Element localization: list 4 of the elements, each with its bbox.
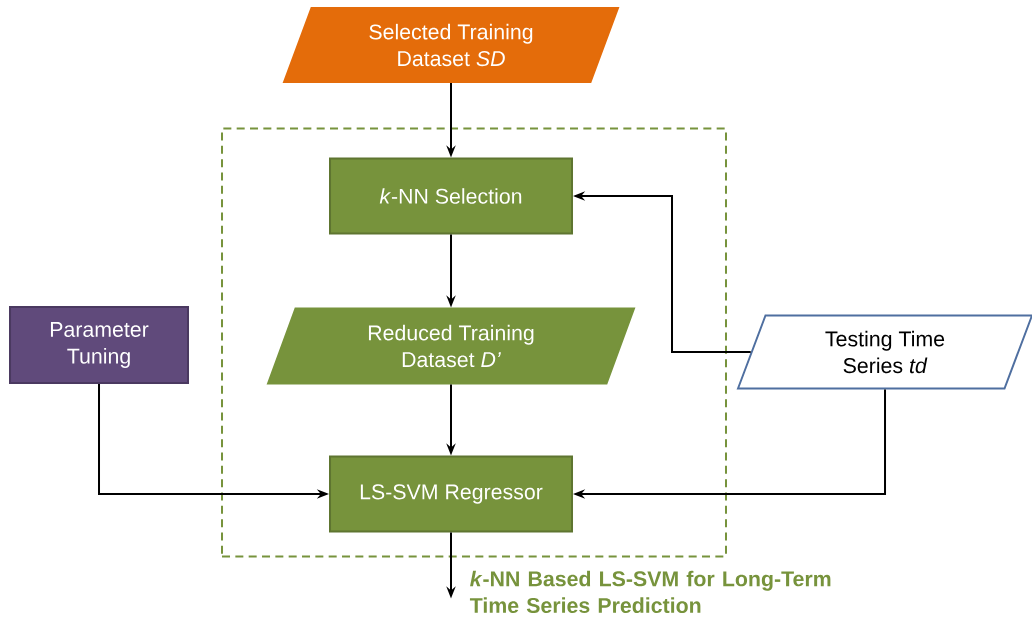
process-box: Parameter Tuning <box>9 306 189 384</box>
process-box: k-NN Selection <box>329 157 573 235</box>
process-box: LS-SVM Regressor <box>329 455 573 533</box>
group-title: k-NN Based LS-SVM for Long-Term Time Series Prediction <box>469 570 831 614</box>
